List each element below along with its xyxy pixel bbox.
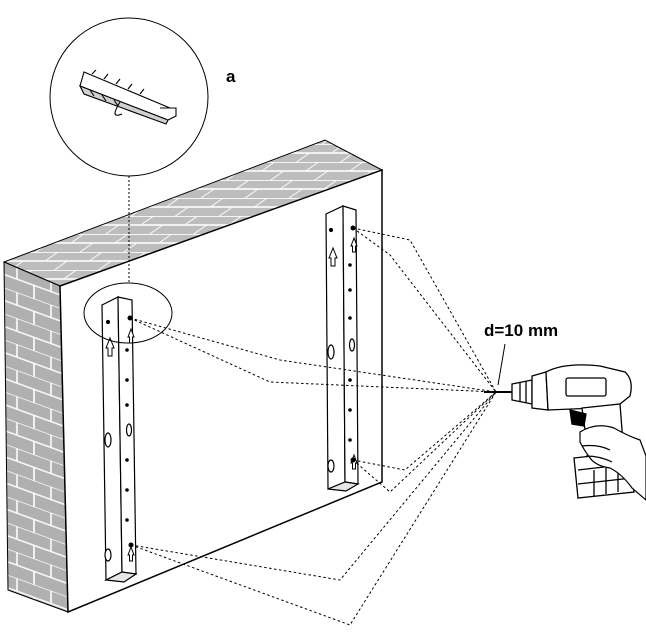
diameter-leader [497,343,506,386]
up-arrow-icon [105,327,135,562]
drill-diameter-label: d=10 mm [484,321,559,340]
hand-icon [579,425,646,501]
drill-guide-lines [129,227,497,626]
up-arrow-icon [328,236,358,470]
wall-plug-icon [78,69,177,125]
right-mounting-bracket [325,205,360,492]
wall-side [3,261,69,613]
left-mounting-bracket [101,296,138,583]
detail-highlight-ellipse [83,282,173,344]
wall-face [59,168,383,614]
callout-label: a [226,67,236,86]
